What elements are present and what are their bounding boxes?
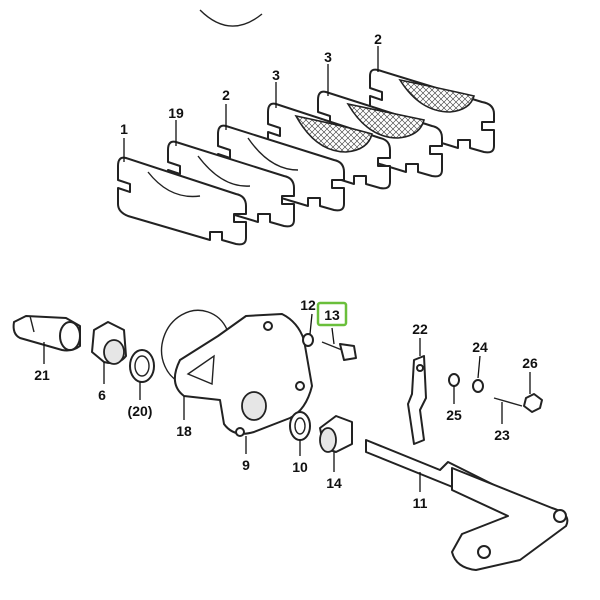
gasket-plate-1	[117, 156, 247, 246]
callout-23[interactable]: 23	[494, 427, 510, 443]
callout-3[interactable]: 3	[324, 49, 332, 65]
callout-1[interactable]: 1	[120, 121, 128, 137]
gasket-plate-3a	[267, 102, 391, 190]
gasket-plate-3b	[317, 90, 443, 178]
callout-14[interactable]: 14	[326, 475, 342, 491]
gasket-plate-2a	[217, 124, 345, 212]
callout-18[interactable]: 18	[176, 423, 192, 439]
top-ring-fragment	[199, 9, 263, 27]
part-22-lever	[407, 355, 427, 445]
part-26-nut	[523, 393, 543, 413]
callout-24[interactable]: 24	[472, 339, 488, 355]
part-11-shaft	[365, 439, 569, 571]
callout-20[interactable]: (20)	[128, 403, 153, 419]
callout-19[interactable]: 19	[168, 105, 184, 121]
callout-10[interactable]: 10	[292, 459, 308, 475]
callout-22[interactable]: 22	[412, 321, 428, 337]
part-6-bearing-housing	[91, 321, 127, 365]
callout-2[interactable]: 2	[222, 87, 230, 103]
callout-21[interactable]: 21	[34, 367, 50, 383]
part-9-housing	[173, 313, 313, 437]
part-24-nut	[472, 379, 484, 393]
part-23-threaded-rod	[493, 397, 523, 407]
callout-12[interactable]: 12	[300, 297, 316, 313]
gasket-plate-19	[167, 140, 295, 228]
part-13-bolt	[321, 341, 357, 361]
callout-2[interactable]: 2	[374, 31, 382, 47]
callout-11[interactable]: 11	[413, 495, 428, 511]
part-12-washer	[302, 333, 314, 347]
part-10-washer	[289, 411, 311, 441]
callout-3[interactable]: 3	[272, 67, 280, 83]
part-21-sleeve	[12, 315, 81, 352]
callout-25[interactable]: 25	[446, 407, 462, 423]
gasket-plate-2-back	[369, 68, 495, 154]
callout-13-highlight	[316, 301, 348, 327]
callout-9[interactable]: 9	[242, 457, 250, 473]
callout-6[interactable]: 6	[98, 387, 106, 403]
callout-26[interactable]: 26	[522, 355, 538, 371]
part-14-bushing	[319, 415, 353, 453]
part-25-washer	[448, 373, 460, 387]
callout-13[interactable]: 13	[324, 307, 340, 323]
part-20-ring	[129, 349, 155, 383]
